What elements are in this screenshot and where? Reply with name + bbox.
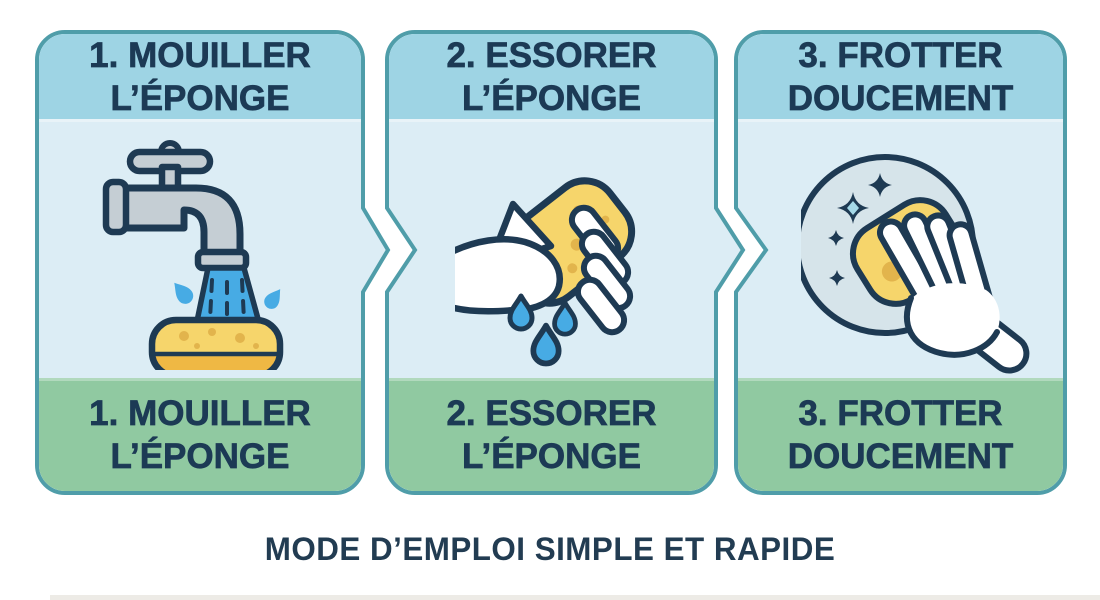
caption-title: MODE D’EMPLOI SIMPLE ET RAPIDE: [264, 531, 836, 567]
chevron-right-arrow-1: [338, 195, 448, 305]
step-1-footer-line2: L’ÉPONGE: [110, 436, 290, 476]
step-2-footer: 2. ESSORER L’ÉPONGE: [389, 378, 714, 491]
step-3-header-line1: 3. FROTTER: [798, 35, 1003, 75]
step-2-footer-line1: 2. ESSORER: [446, 393, 657, 433]
step-panel-3: 3. FROTTER DOUCEMENT 3. FROTTER DOUCEMEN…: [734, 30, 1067, 495]
step-1-footer-line1: 1. MOUILLER: [89, 393, 311, 433]
step-2-header: 2. ESSORER L’ÉPONGE: [389, 34, 714, 119]
step-2-header-line1: 2. ESSORER: [446, 35, 657, 75]
step-1-header: 1. MOUILLER L’ÉPONGE: [39, 34, 361, 119]
step-panel-1: 1. MOUILLER L’ÉPONGE 1. MOUILLER L’ÉPONG…: [35, 30, 365, 495]
step-1-header-line2: L’ÉPONGE: [110, 78, 290, 118]
bottom-edge-strip: [50, 595, 1100, 600]
step-3-header-line2: DOUCEMENT: [787, 78, 1014, 118]
step-3-footer-line2: DOUCEMENT: [787, 436, 1014, 476]
step-3-footer-line1: 3. FROTTER: [798, 393, 1003, 433]
step-1-footer: 1. MOUILLER L’ÉPONGE: [39, 378, 361, 491]
hand-wringing-sponge-icon: [455, 177, 636, 367]
chevron-right-arrow-2: [691, 195, 801, 305]
step-3-header: 3. FROTTER DOUCEMENT: [738, 34, 1063, 119]
step-1-header-line1: 1. MOUILLER: [89, 35, 311, 75]
step-2-header-line2: L’ÉPONGE: [462, 78, 642, 118]
faucet-wet-sponge-icon: [102, 140, 284, 370]
hand-scrubbing-plate-icon: [794, 154, 1030, 374]
step-3-footer: 3. FROTTER DOUCEMENT: [738, 378, 1063, 491]
step-2-footer-line2: L’ÉPONGE: [462, 436, 642, 476]
